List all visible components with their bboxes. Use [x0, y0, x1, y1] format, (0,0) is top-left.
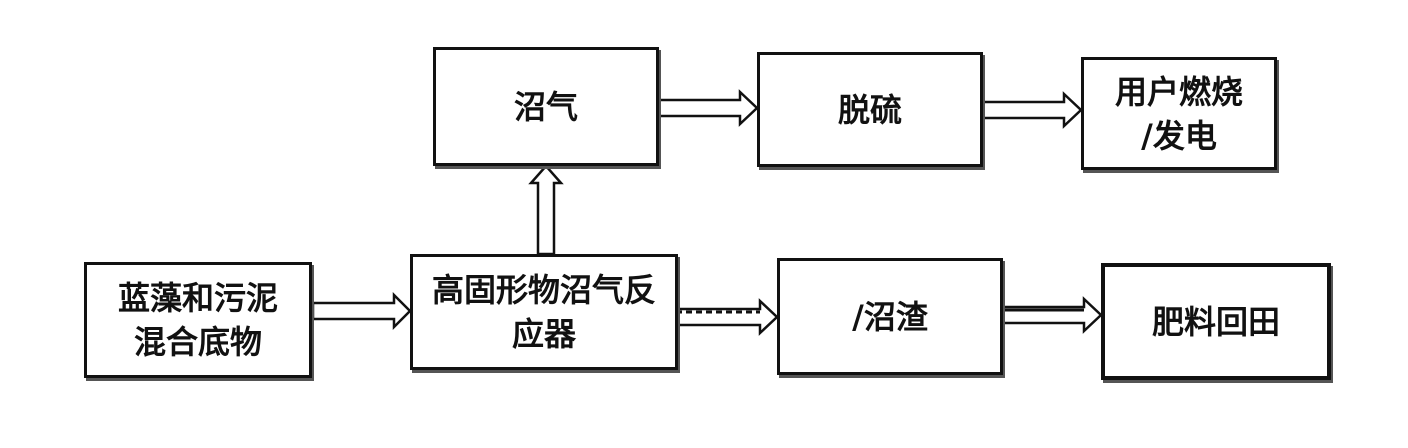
node-use: 用户燃烧 /发电 — [1081, 57, 1277, 170]
node-biogas: 沼气 — [433, 47, 659, 166]
arrow-biogas-to-desulfurization — [657, 89, 759, 127]
node-fertilizer: 肥料回田 — [1101, 263, 1331, 380]
node-feedstock-label: 蓝藻和污泥 混合底物 — [117, 279, 278, 361]
node-reactor: 高固形物沼气反 应器 — [410, 254, 678, 370]
node-reactor-label: 高固形物沼气反 应器 — [431, 271, 656, 353]
node-residue: /沼渣 — [777, 258, 1003, 375]
arrow-residue-to-fertilizer — [1001, 296, 1103, 334]
arrow-reactor-to-biogas — [528, 164, 564, 256]
node-residue-label: /沼渣 — [852, 297, 928, 336]
node-desulfurization: 脱硫 — [757, 52, 983, 167]
node-use-label: 用户燃烧 /发电 — [1114, 72, 1243, 155]
node-feedstock: 蓝藻和污泥 混合底物 — [84, 262, 312, 378]
arrow-reactor-to-residue — [674, 298, 779, 336]
arrow-desulfurization-to-use — [981, 91, 1083, 129]
node-fertilizer-label: 肥料回田 — [1151, 302, 1280, 341]
node-desulfurization-label: 脱硫 — [837, 90, 902, 129]
node-biogas-label: 沼气 — [513, 87, 578, 126]
arrow-feedstock-to-reactor — [311, 291, 412, 331]
